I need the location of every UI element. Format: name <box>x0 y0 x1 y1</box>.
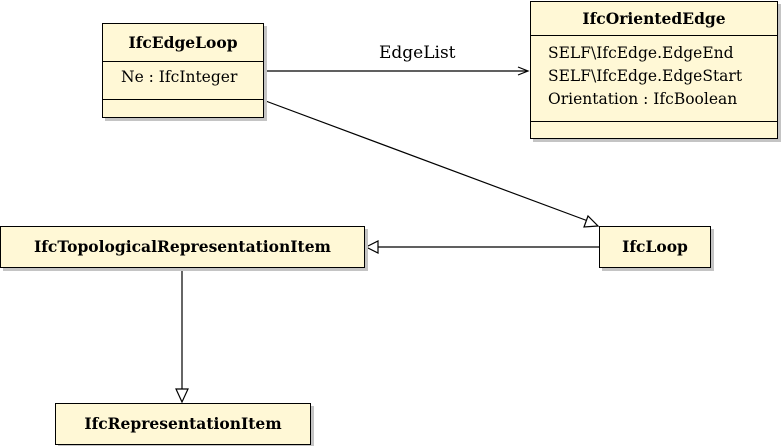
class-name: IfcTopologicalRepresentationItem <box>34 237 331 256</box>
class-name: IfcOrientedEdge <box>582 9 726 28</box>
operation-section <box>531 121 777 139</box>
class-ifc-oriented-edge[interactable]: IfcOrientedEdge SELF\IfcEdge.EdgeEnd SEL… <box>530 1 778 139</box>
attribute-section: SELF\IfcEdge.EdgeEnd SELF\IfcEdge.EdgeSt… <box>531 35 777 121</box>
loop-to-topological-triangle <box>364 240 379 254</box>
attribute: Ne : IfcInteger <box>121 68 238 86</box>
class-name: IfcLoop <box>622 237 688 256</box>
attribute: SELF\IfcEdge.EdgeStart <box>548 67 743 85</box>
class-name: IfcRepresentationItem <box>84 414 282 433</box>
class-ifc-representation-item[interactable]: IfcRepresentationItem <box>55 403 311 445</box>
edge-list-label: EdgeList <box>379 43 456 63</box>
class-ifc-topological-representation-item[interactable]: IfcTopologicalRepresentationItem <box>0 226 365 268</box>
topological-to-representation-triangle <box>175 388 189 404</box>
edge-list-arrowhead <box>517 66 530 76</box>
edgeloop-to-loop-triangle <box>583 214 600 228</box>
edgeloop-to-loop-generalization-line <box>262 99 589 222</box>
class-name: IfcEdgeLoop <box>128 33 238 52</box>
attribute: Orientation : IfcBoolean <box>548 90 738 108</box>
attribute: SELF\IfcEdge.EdgeEnd <box>548 44 734 62</box>
class-ifc-loop[interactable]: IfcLoop <box>599 226 711 268</box>
class-ifc-edge-loop[interactable]: IfcEdgeLoop Ne : IfcInteger <box>102 23 264 118</box>
attribute-section: Ne : IfcInteger <box>103 61 263 99</box>
operation-section <box>103 99 263 117</box>
